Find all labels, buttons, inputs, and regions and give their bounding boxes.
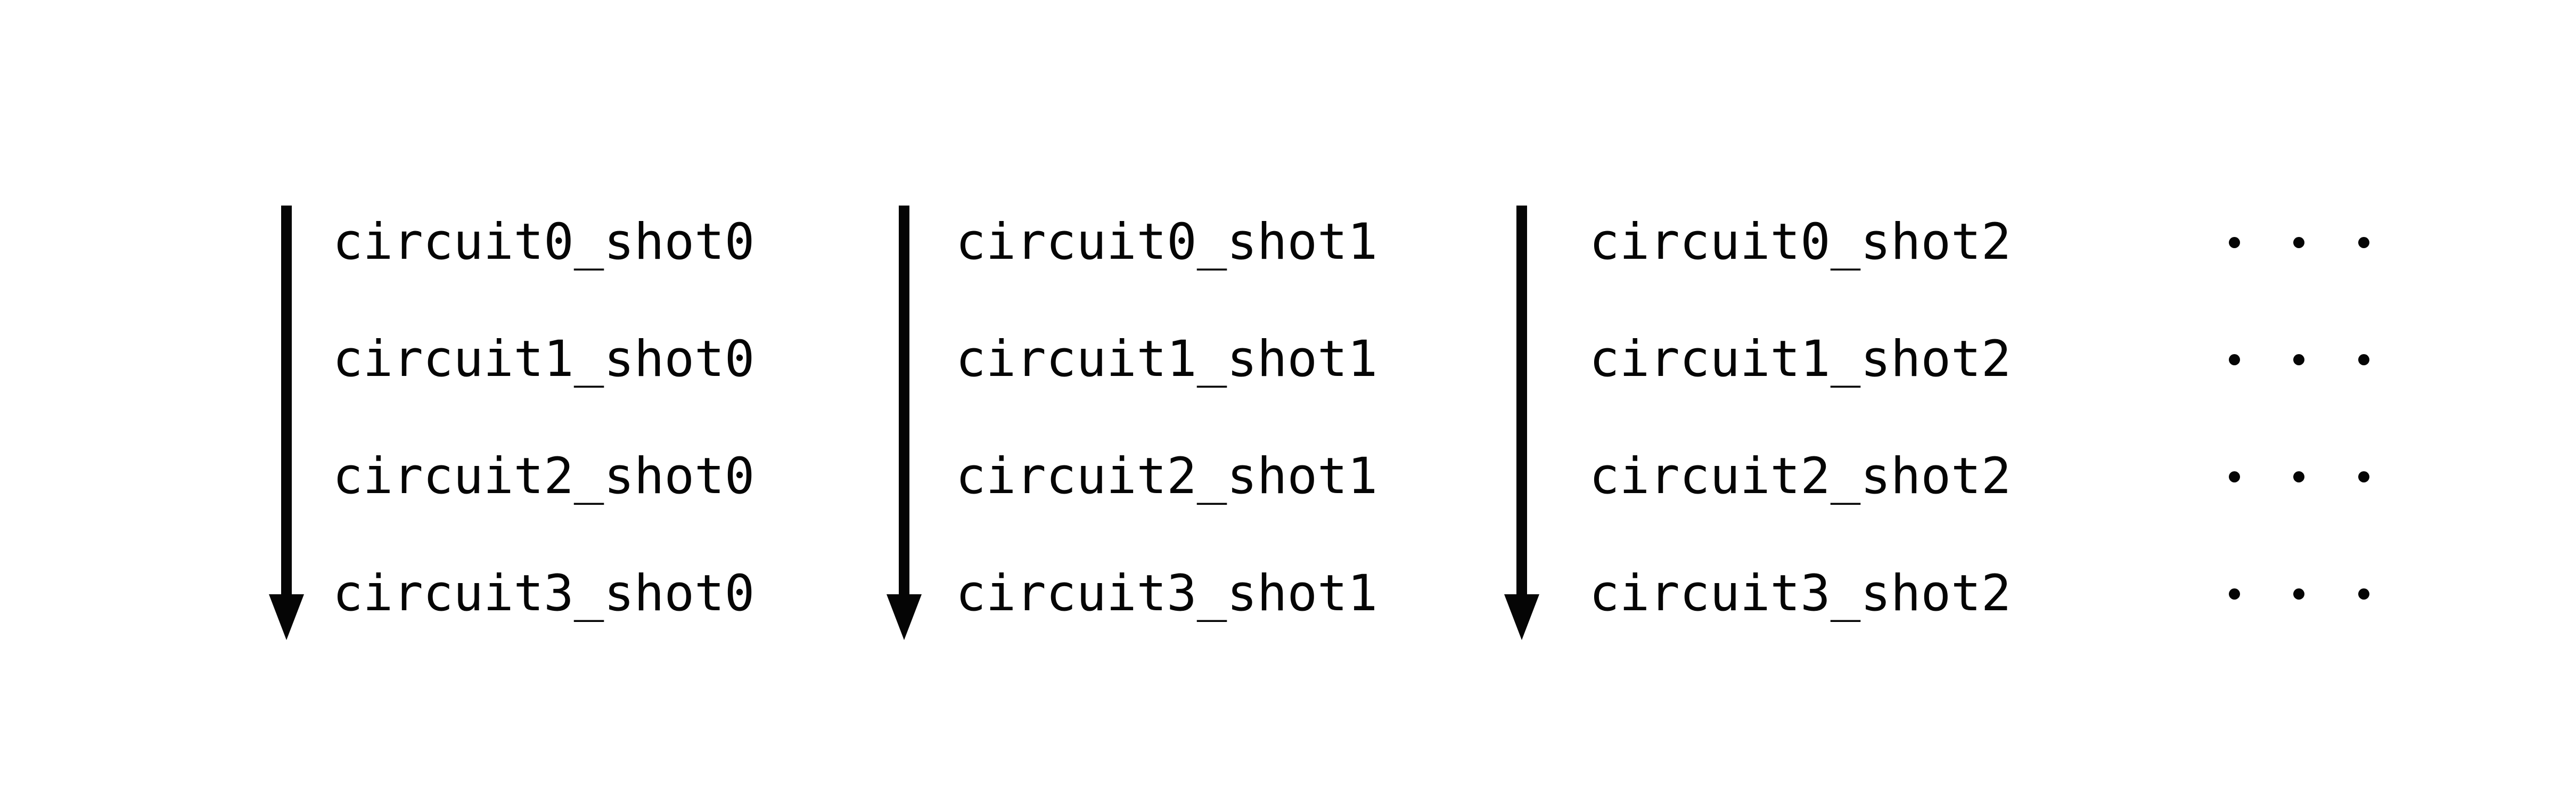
label-circuit1-shot1: circuit1_shot1 — [956, 330, 1378, 388]
ellipsis-dot-icon — [2293, 588, 2304, 600]
ellipsis-dot-icon — [2358, 354, 2369, 365]
ellipsis-dot-icon — [2229, 354, 2240, 365]
label-circuit0-shot1: circuit0_shot1 — [956, 213, 1378, 271]
label-circuit0-shot0: circuit0_shot0 — [333, 213, 755, 271]
label-circuit1-shot2: circuit1_shot2 — [1589, 330, 2012, 388]
label-circuit3-shot0: circuit3_shot0 — [333, 564, 755, 622]
down-arrow-shot2 — [1504, 206, 1557, 642]
ellipsis-dot-icon — [2229, 471, 2240, 482]
ellipsis-dot-icon — [2293, 471, 2304, 482]
label-circuit2-shot1: circuit2_shot1 — [956, 447, 1378, 505]
label-circuit3-shot1: circuit3_shot1 — [956, 564, 1378, 622]
ellipsis-dot-icon — [2229, 588, 2240, 600]
down-arrow-shot0 — [269, 206, 322, 642]
ellipsis-dot-icon — [2358, 236, 2369, 248]
ellipsis-dot-icon — [2358, 471, 2369, 482]
label-circuit1-shot0: circuit1_shot0 — [333, 330, 755, 388]
ellipsis-dot-icon — [2358, 588, 2369, 600]
label-circuit3-shot2: circuit3_shot2 — [1589, 564, 2012, 622]
ellipsis-dot-icon — [2293, 236, 2304, 248]
ellipsis-dot-icon — [2293, 354, 2304, 365]
label-circuit0-shot2: circuit0_shot2 — [1589, 213, 2012, 271]
down-arrow-shot1 — [887, 206, 940, 642]
label-circuit2-shot2: circuit2_shot2 — [1589, 447, 2012, 505]
ellipsis-dot-icon — [2229, 236, 2240, 248]
label-circuit2-shot0: circuit2_shot0 — [333, 447, 755, 505]
